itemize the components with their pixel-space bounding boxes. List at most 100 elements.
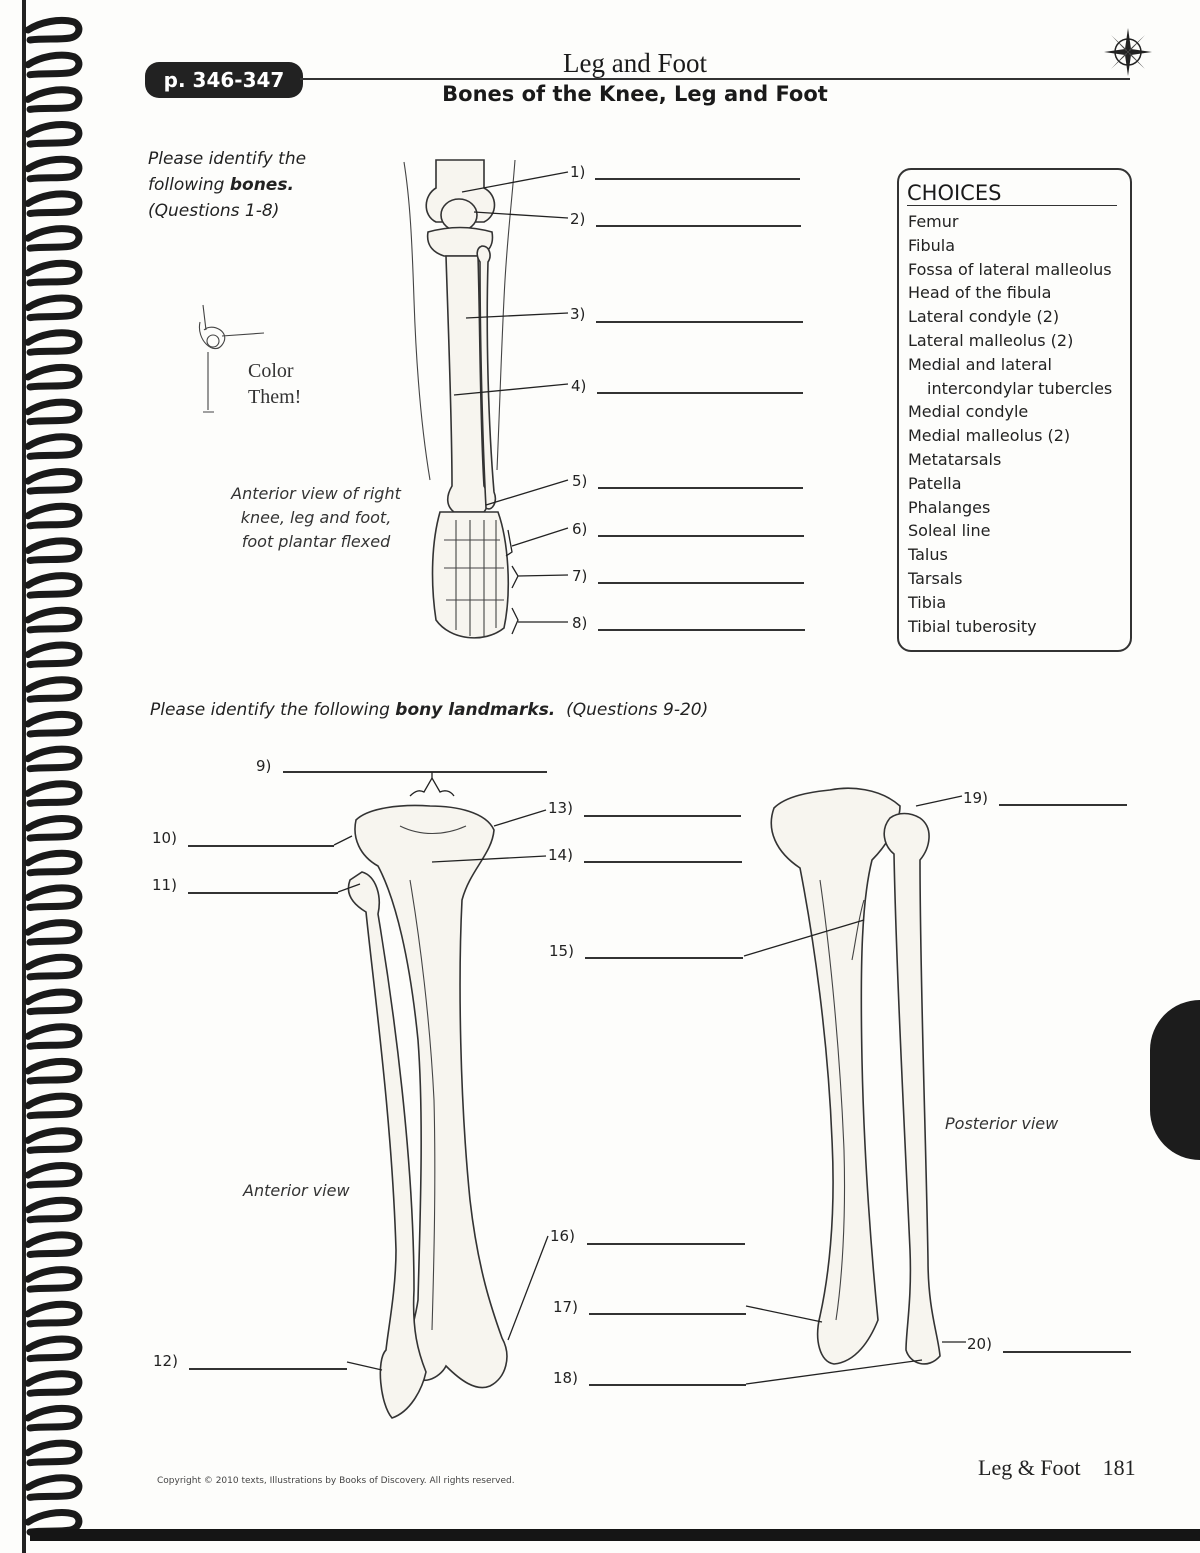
answer-blank-18[interactable]: [589, 1384, 746, 1386]
spiral-binding: [22, 0, 83, 1553]
caption-line: knee, leg and foot,: [240, 508, 392, 527]
page-edge-tab: [1150, 1000, 1200, 1160]
question-number: 16): [550, 1227, 575, 1245]
answer-blank-17[interactable]: [589, 1313, 746, 1315]
choice-item: Tarsals: [908, 568, 963, 588]
posterior-tibia-fibula-drawing: [743, 787, 966, 1385]
answer-blank-7[interactable]: [598, 582, 804, 584]
question-number: 7): [572, 567, 588, 585]
anterior-leg-foot-drawing: [403, 159, 569, 639]
choice-item: Fibula: [908, 235, 956, 255]
choice-item: Talus: [908, 545, 948, 565]
spiral-coil: [24, 398, 83, 426]
spiral-coil: [24, 259, 83, 287]
answer-blank-11[interactable]: [188, 892, 338, 894]
choice-item: Femur: [908, 212, 959, 231]
question-number: 2): [570, 210, 586, 228]
choice-item: Lateral condyle (2): [908, 307, 1060, 327]
spiral-coil: [24, 1127, 83, 1154]
spiral-coil: [24, 572, 83, 599]
spiral-coil: [24, 363, 83, 391]
choices-list: Femur Fibula Fossa of lateral malleolus …: [908, 210, 1112, 638]
spiral-coil: [24, 16, 83, 44]
choice-item: Medial and lateral: [908, 354, 1052, 374]
answer-blank-16[interactable]: [587, 1243, 745, 1245]
question-number: 11): [152, 876, 177, 894]
instruction-emphasis: bones.: [229, 175, 294, 195]
landmarks-instructions: Please identify the following bony landm…: [150, 700, 708, 720]
spiral-coil: [24, 86, 83, 113]
footer-section-name: Leg & Foot: [978, 1455, 1081, 1480]
choice-item: Patella: [908, 473, 962, 493]
spiral-coil: [24, 155, 83, 183]
choice-item: Tibial tuberosity: [908, 616, 1037, 636]
bones-instructions: Please identify the following bones. (Qu…: [148, 146, 306, 224]
spiral-coil: [24, 1266, 83, 1293]
answer-blank-14[interactable]: [584, 861, 742, 863]
spiral-coil: [24, 780, 83, 807]
spiral-coil: [24, 1474, 83, 1501]
instruction-text: following: [148, 175, 230, 195]
instruction-line: following bones.: [148, 172, 306, 198]
choice-item: Medial condyle: [908, 402, 1029, 422]
choice-item: Soleal line: [908, 521, 991, 541]
spiral-coil: [24, 1023, 83, 1050]
question-number: 6): [572, 520, 588, 538]
question-range: (Questions 9-20): [555, 700, 709, 720]
spiral-coil: [24, 745, 83, 773]
spiral-coil: [24, 294, 83, 322]
answer-blank-5[interactable]: [598, 487, 803, 489]
spiral-coil: [24, 329, 83, 356]
spiral-coil: [24, 1092, 83, 1120]
question-range: (Questions 1-8): [148, 201, 280, 221]
caption-line: Anterior view of right: [231, 484, 401, 503]
color-them-note: Color Them!: [248, 358, 301, 410]
color-note-line: Color: [248, 360, 294, 382]
question-number: 19): [963, 789, 988, 807]
spiral-coil: [24, 676, 83, 703]
choices-title: CHOICES: [907, 181, 1117, 206]
answer-blank-6[interactable]: [598, 535, 804, 537]
question-number: 15): [549, 942, 574, 960]
answer-blank-2[interactable]: [596, 225, 801, 227]
question-number: 1): [570, 163, 586, 181]
spiral-coil: [24, 1404, 83, 1432]
answer-blank-9[interactable]: [283, 771, 547, 773]
answer-blank-4[interactable]: [597, 392, 803, 394]
spiral-coil: [24, 849, 83, 877]
question-number: 3): [570, 305, 586, 323]
compass-rose-icon: [1104, 28, 1152, 76]
spiral-coil: [24, 225, 83, 252]
spiral-coil: [24, 884, 83, 911]
color-note-line: Them!: [248, 386, 302, 408]
answer-blank-8[interactable]: [598, 629, 805, 631]
question-number: 10): [152, 829, 177, 847]
answer-blank-3[interactable]: [596, 321, 803, 323]
anterior-tibia-fibula-drawing: [333, 772, 549, 1419]
spiral-coil: [24, 1300, 83, 1328]
anterior-view-label: Anterior view: [243, 1181, 350, 1200]
answer-blank-20[interactable]: [1003, 1351, 1131, 1353]
instruction-emphasis: bony landmarks.: [395, 700, 556, 720]
copyright-notice: Copyright © 2010 texts, Illustrations by…: [157, 1476, 515, 1486]
answer-blank-12[interactable]: [189, 1368, 347, 1370]
choice-item: Metatarsals: [908, 449, 1002, 469]
answer-blank-19[interactable]: [999, 804, 1127, 806]
answer-blank-13[interactable]: [584, 815, 741, 817]
caption-line: foot plantar flexed: [241, 532, 391, 551]
answer-blank-15[interactable]: [585, 957, 743, 959]
question-number: 4): [571, 377, 587, 395]
choice-item: Phalanges: [908, 497, 991, 517]
spiral-coil: [24, 606, 83, 634]
spiral-coil: [24, 1162, 83, 1189]
leg-view-caption: Anterior view of right knee, leg and foo…: [226, 482, 406, 554]
choice-item: Tibia: [908, 592, 947, 612]
spiral-coil: [24, 468, 83, 495]
instruction-text: Please identify the following: [150, 700, 396, 720]
spiral-coil: [24, 51, 83, 79]
question-number: 8): [572, 614, 588, 632]
answer-blank-1[interactable]: [595, 178, 800, 180]
answer-blank-10[interactable]: [188, 845, 334, 847]
question-number: 12): [153, 1352, 178, 1370]
spiral-coil: [24, 1335, 83, 1363]
